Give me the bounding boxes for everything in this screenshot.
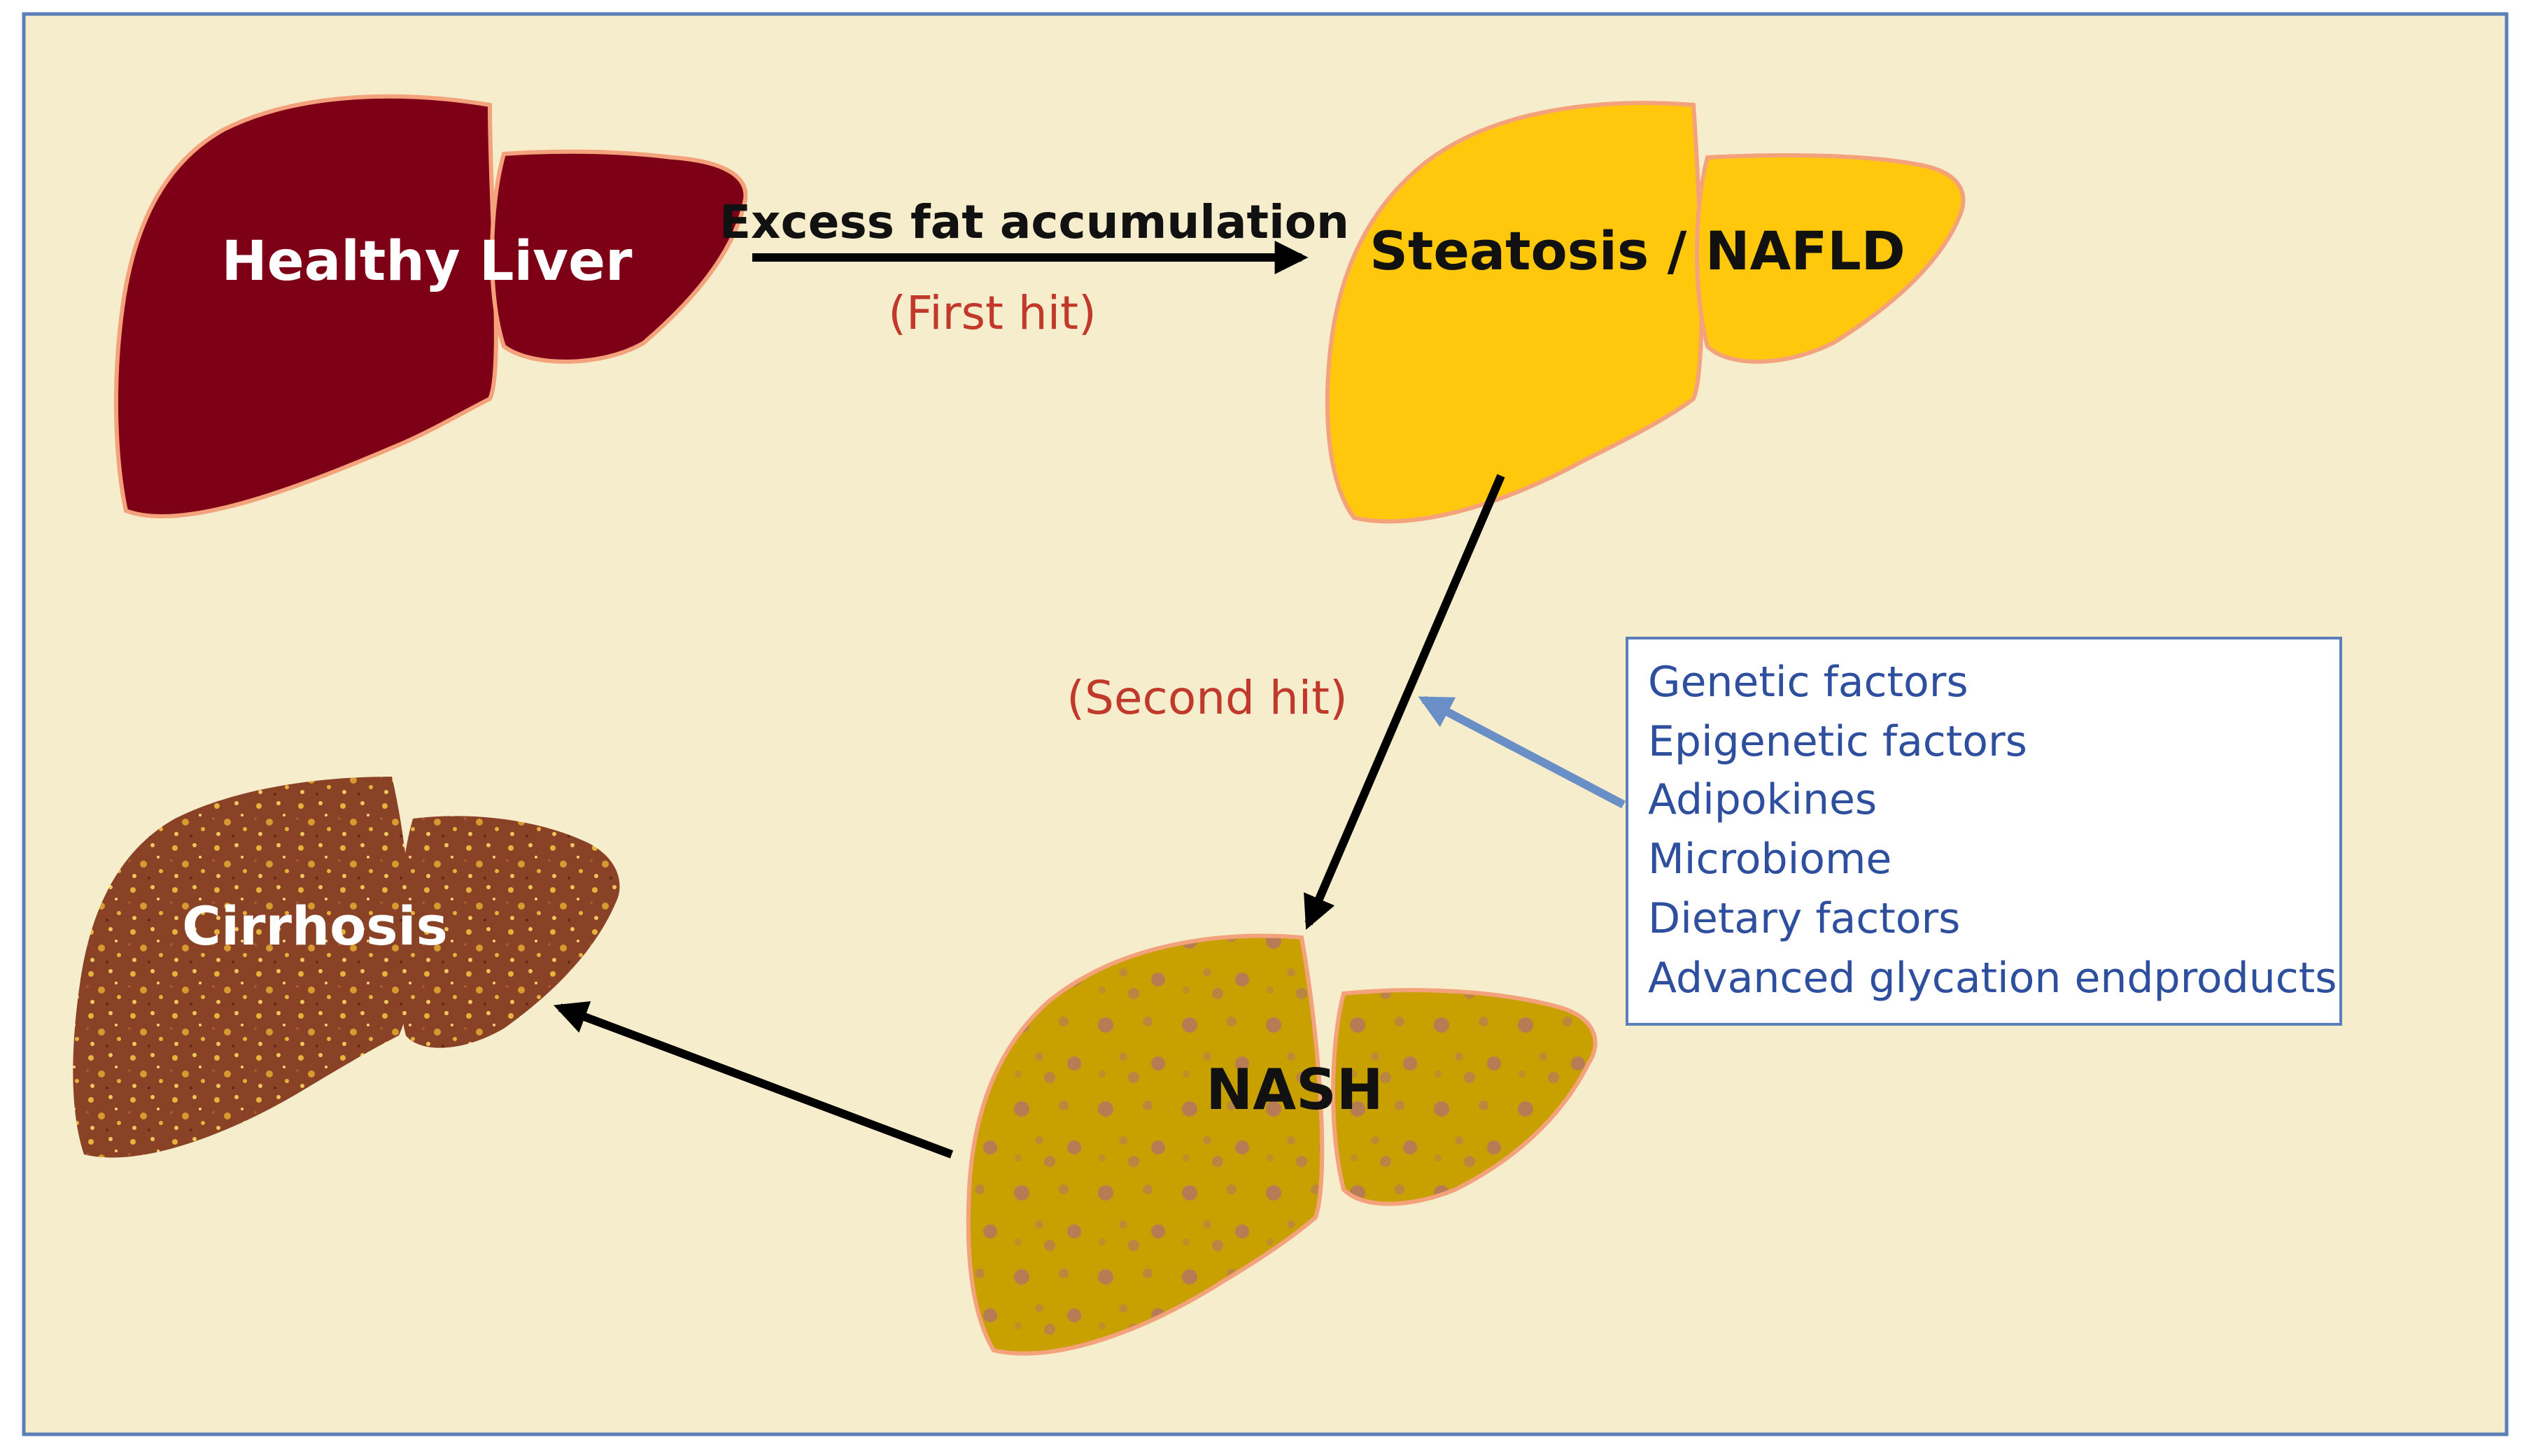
second-hit-label: (Second hit): [1066, 671, 1347, 725]
healthy-liver: [113, 94, 748, 518]
nash-to-cirrhosis-arrow: [554, 1001, 954, 1159]
cirrhosis-liver: [73, 777, 620, 1158]
first-hit-label: (First hit): [888, 286, 1096, 340]
factor-item: Microbiome: [1648, 835, 1892, 884]
factor-item: Genetic factors: [1648, 658, 1968, 707]
factor-item: Epigenetic factors: [1648, 717, 2027, 766]
second-hit-arrow: [1304, 474, 1505, 930]
factors-list: Genetic factors Epigenetic factors Adipo…: [1648, 658, 2337, 1003]
cirrhosis-liver-label: Cirrhosis: [182, 895, 448, 957]
steatosis-liver: [1325, 101, 1966, 524]
factor-item: Advanced glycation endproducts: [1648, 954, 2337, 1003]
nash-liver-label: NASH: [1206, 1057, 1383, 1122]
nash-liver: [966, 933, 1598, 1356]
factor-item: Adipokines: [1648, 775, 1877, 824]
factors-box: [1626, 637, 2342, 1026]
steatosis-liver-label: Steatosis / NAFLD: [1369, 220, 1905, 282]
first-hit-process-label: Excess fat accumulation: [719, 195, 1349, 249]
factor-item: Dietary factors: [1648, 894, 1960, 943]
factors-arrow: [1418, 695, 1626, 809]
healthy-liver-label: Healthy Liver: [221, 230, 633, 293]
